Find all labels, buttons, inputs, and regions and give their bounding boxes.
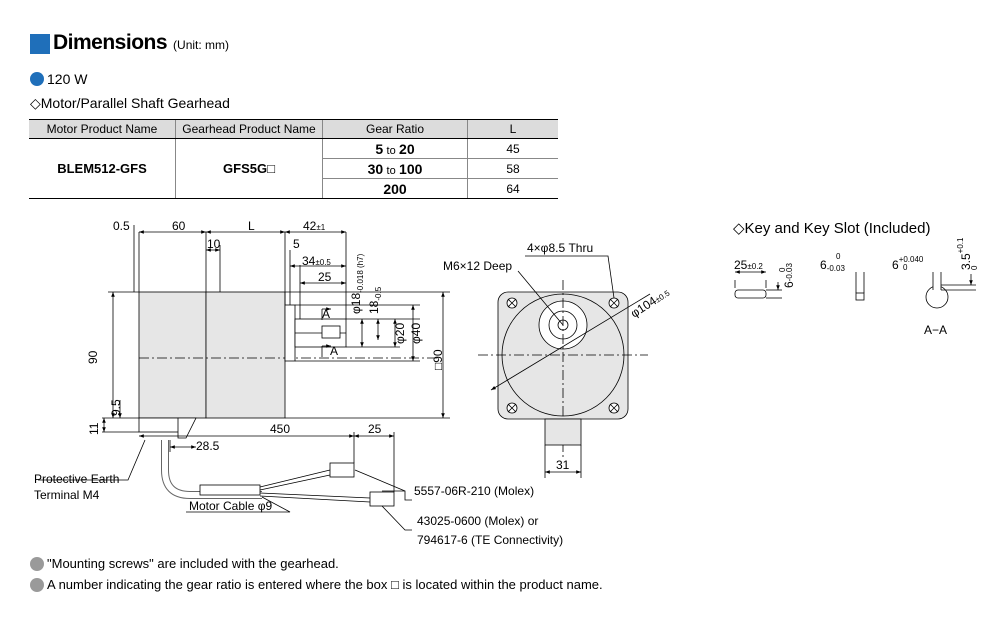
- spec-table: Motor Product Name Gearhead Product Name…: [29, 119, 558, 199]
- dim-42: 42±1: [303, 219, 326, 233]
- heading-marker-icon: [30, 34, 50, 54]
- m6-label: M6×12 Deep: [443, 259, 512, 273]
- dim-phi20: φ20: [393, 323, 407, 344]
- ratio-cell: 30 to 100: [322, 158, 468, 179]
- note-bullet-icon: [30, 577, 44, 592]
- bullet-icon: [30, 72, 44, 86]
- dim-28-5: 28.5: [196, 439, 220, 453]
- l-cell: 45: [467, 138, 558, 159]
- dim-phi104: φ104±0.5: [628, 285, 672, 321]
- svg-text:0: 0: [778, 267, 787, 272]
- svg-text:0: 0: [903, 263, 908, 272]
- power-heading: 120 W: [30, 71, 87, 87]
- dim-25: 25: [318, 270, 332, 284]
- section-a-bottom: A: [330, 344, 338, 358]
- gearhead-name: GFS5G□: [175, 138, 323, 199]
- dim-60: 60: [172, 219, 186, 233]
- key: [321, 325, 341, 339]
- page-title: Dimensions: [53, 31, 168, 54]
- ratio-cell: 5 to 20: [322, 138, 468, 159]
- product-subtitle: ◇Motor/Parallel Shaft Gearhead: [30, 95, 230, 111]
- table-header-row: Motor Product Name Gearhead Product Name…: [29, 119, 558, 139]
- dim-10: 10: [207, 237, 221, 251]
- key-end-shape: [855, 292, 865, 301]
- dim-phi18: φ18-0.018 (h7): [349, 253, 365, 314]
- svg-text:0: 0: [836, 252, 841, 261]
- l-cell: 58: [467, 158, 558, 179]
- mounting-holes: [506, 297, 620, 414]
- unit-note: (Unit: mm): [173, 38, 230, 52]
- section-a-top: A: [322, 307, 330, 321]
- power-label: 120 W: [47, 71, 88, 87]
- slot-dim-3-5: 3.5+0.1: [956, 237, 973, 270]
- dim-90: 90: [86, 350, 100, 364]
- l-cell: 64: [467, 178, 558, 199]
- col-l: L: [467, 119, 558, 139]
- dim-34: 34±0.5: [302, 254, 331, 268]
- dim-31: 31: [556, 458, 570, 472]
- dim-18: 18-0.5: [367, 286, 383, 314]
- note-item: "Mounting screws" are included with the …: [30, 556, 339, 571]
- motor-name: BLEM512-GFS: [29, 138, 176, 199]
- connector-label-1: 5557-06R-210 (Molex): [414, 484, 534, 498]
- pe-label-1: Protective Earth: [34, 472, 119, 486]
- gearhead-body: [205, 291, 286, 419]
- col-gearhead: Gearhead Product Name: [175, 119, 323, 139]
- section-aa-label: A−A: [924, 323, 947, 337]
- table-row: 30 to 100 58: [29, 158, 558, 179]
- thru-label: 4×φ8.5 Thru: [527, 241, 593, 255]
- col-motor: Motor Product Name: [29, 119, 176, 139]
- table-row: 200 64: [29, 178, 558, 199]
- connector-1: [329, 462, 355, 478]
- note-bullet-icon: [30, 556, 44, 571]
- note-text: A number indicating the gear ratio is en…: [47, 577, 603, 592]
- key-dim-6: 6-0.03: [782, 263, 796, 288]
- note-text: "Mounting screws" are included with the …: [47, 556, 339, 571]
- key-dim-25: 25±0.2: [734, 258, 763, 272]
- connector-label-2b: 794617-6 (TE Connectivity): [417, 533, 563, 547]
- ratio-cell: 200: [322, 178, 468, 199]
- section-heading: Dimensions (Unit: mm): [30, 30, 229, 54]
- pe-label-2: Terminal M4: [34, 488, 100, 502]
- note-item: A number indicating the gear ratio is en…: [30, 577, 603, 592]
- dim-9-5: 9.5: [109, 399, 123, 416]
- dim-5: 5: [293, 237, 300, 251]
- dim-450: 450: [270, 422, 290, 436]
- svg-text:0: 0: [970, 265, 979, 270]
- key-title: ◇Key and Key Slot (Included): [733, 220, 931, 237]
- dim-0-5: 0.5: [113, 219, 130, 233]
- dim-11: 11: [87, 422, 101, 435]
- connector-label-2a: 43025-0600 (Molex) or: [417, 514, 538, 528]
- col-ratio: Gear Ratio: [322, 119, 468, 139]
- key-dim-6b: 6-0.03: [820, 258, 845, 273]
- dim-sq90: □90: [431, 349, 445, 370]
- dim-l: L: [248, 219, 255, 233]
- dim-phi40: φ40: [409, 323, 423, 344]
- cable-label: Motor Cable φ9: [189, 499, 272, 513]
- slot-dim-6: 6+0.040: [892, 255, 924, 272]
- table-row: BLEM512-GFS GFS5G□ 5 to 20 45: [29, 138, 558, 199]
- connector-2: [369, 491, 395, 507]
- motor-body: [138, 291, 207, 419]
- gearhead-boss: [284, 304, 296, 362]
- key-shape: [734, 289, 767, 299]
- dim-25-cable: 25: [368, 422, 382, 436]
